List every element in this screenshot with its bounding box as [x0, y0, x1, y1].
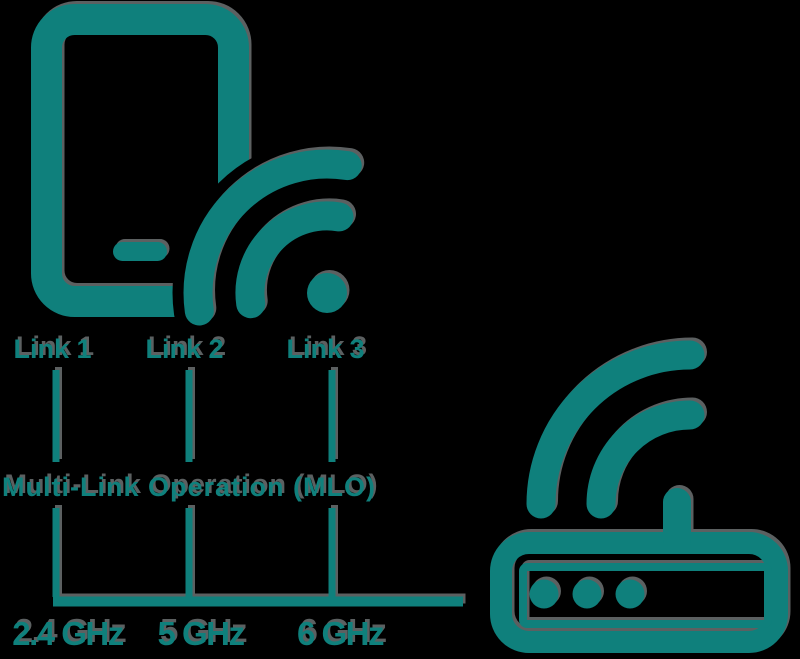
router-wifi-arc-outer: [526, 340, 705, 519]
band-3-label-ghost: 6 GHz: [299, 612, 386, 649]
wifi-signal-icon: [183, 149, 362, 326]
main-layer: Link 1 Link 2 Link 3 Multi-Link Operatio…: [2, 149, 788, 653]
router-led-1: [529, 579, 559, 609]
band-3-label: 6 GHz: [297, 615, 384, 652]
link-2-label: Link 2: [145, 334, 223, 364]
band-2-label: 5 GHz: [157, 615, 244, 652]
smartphone-home-button: [113, 242, 167, 261]
router-body: [490, 532, 788, 653]
link-3-label: Link 3: [286, 334, 364, 364]
wifi-router-icon: [490, 340, 788, 653]
router-panel: [519, 563, 772, 628]
router-led-2: [572, 579, 602, 609]
device-wifi-dot: [307, 273, 347, 313]
link-2-label-ghost: Link 2: [148, 331, 226, 361]
router-led-3: [615, 579, 645, 609]
link-1-label-ghost: Link 1: [16, 331, 94, 361]
band-2-label-ghost: 5 GHz: [160, 612, 247, 649]
band-1-label: 2.4 GHz: [12, 615, 124, 652]
smartphone-outline: [31, 4, 249, 317]
link-1-label: Link 1: [13, 334, 91, 364]
smartphone-icon: [31, 4, 249, 317]
device-wifi-arc-outer: [183, 149, 362, 326]
caption-mlo: Multi-Link Operation (MLO): [2, 472, 376, 502]
link-3-label-ghost: Link 3: [289, 331, 367, 361]
router-panel-ghost: [521, 560, 775, 625]
band-1-label-ghost: 2.4 GHz: [15, 612, 127, 649]
device-wifi-arc-inner: [235, 201, 354, 319]
caption-ghost: Multi-Link Operation (MLO): [5, 469, 379, 499]
router-wifi-arc-inner: [586, 400, 705, 519]
